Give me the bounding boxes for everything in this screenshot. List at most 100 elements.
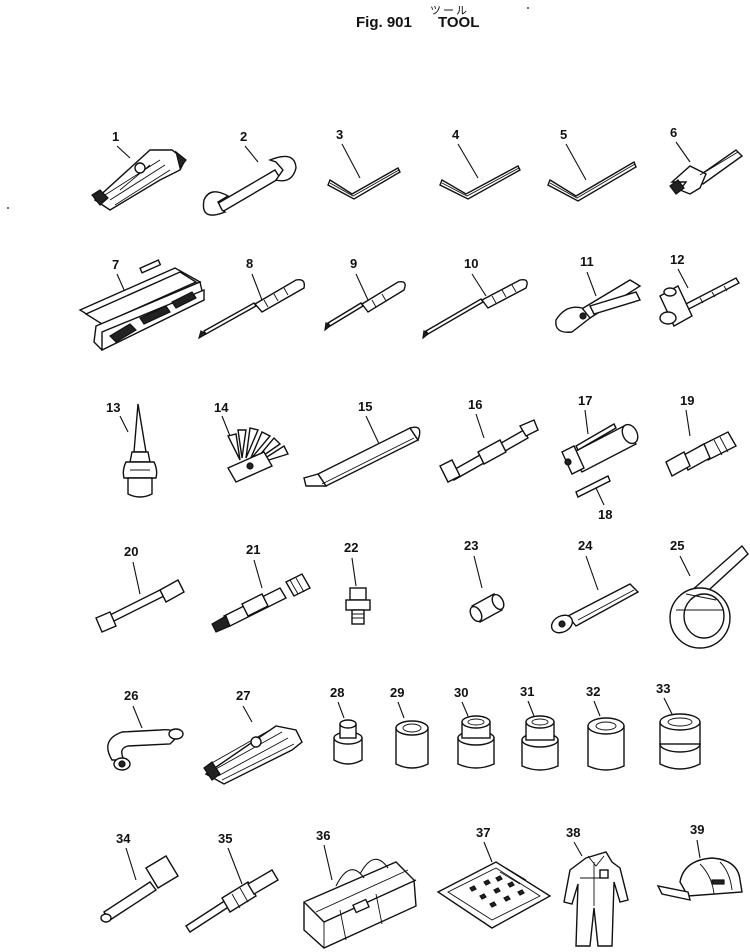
part-34: 34: [100, 831, 179, 923]
part-number-label: 11: [580, 254, 594, 269]
part-number-label: 26: [124, 688, 138, 703]
part-22: 22: [344, 540, 371, 625]
wrench-set-icon: [203, 725, 303, 785]
part-number-label: 3: [336, 127, 343, 142]
part-23: 23: [464, 538, 505, 623]
part-35: 35: [185, 831, 279, 933]
part-number-label: 14: [214, 400, 229, 415]
part-28: 28: [330, 685, 363, 765]
japanese-title: ツール: [430, 4, 469, 17]
adjustable-wrench-icon: [669, 149, 744, 195]
part-number-label: 33: [656, 681, 670, 696]
part-32: 32: [586, 684, 625, 771]
hex-key-icon: [327, 167, 401, 200]
socket-icon: [587, 717, 625, 771]
part-27: 27: [203, 688, 303, 785]
socket-icon: [457, 715, 495, 769]
ratchet-handle-icon: [550, 583, 640, 634]
coupler-icon: [665, 431, 737, 477]
part-1: 1: [91, 129, 187, 211]
part-number-label: 23: [464, 538, 478, 553]
part-number-label: 2: [240, 129, 247, 144]
socket-wrench-icon: [439, 419, 539, 483]
part-number-label: 17: [578, 393, 592, 408]
adapter-icon: [345, 587, 371, 625]
part-number-label: 32: [586, 684, 600, 699]
coverall-icon: [563, 851, 629, 947]
part-number-label: 18: [598, 507, 612, 522]
part-7: 7: [78, 257, 205, 352]
part-number-label: 34: [116, 831, 131, 846]
part-13: 13: [106, 400, 158, 498]
part-number-label: 35: [218, 831, 232, 846]
part-number-label: 25: [670, 538, 684, 553]
nozzle-pipe-icon: [575, 475, 611, 498]
part-number-label: 9: [350, 256, 357, 271]
part-31: 31: [520, 684, 559, 771]
wrench-set-icon: [91, 149, 187, 211]
part-10: 10: [422, 256, 528, 340]
socket-icon: [333, 719, 363, 765]
part-19: 19: [665, 393, 737, 477]
hex-key-icon: [547, 160, 637, 202]
oil-can-icon: [122, 403, 158, 498]
part-9: 9: [324, 256, 406, 332]
part-15: 15: [303, 399, 421, 487]
part-17: 17: [561, 393, 639, 475]
part-39: 39: [656, 822, 743, 901]
figure-title: TOOL: [438, 14, 480, 31]
part-29: 29: [390, 685, 429, 769]
screwdriver-icon: [324, 280, 406, 332]
part-number-label: 39: [690, 822, 704, 837]
screwdriver-icon: [422, 278, 528, 340]
part-number-label: 36: [316, 828, 330, 843]
tool-bag-icon: [303, 858, 417, 949]
part-21: 21: [211, 542, 311, 633]
pry-bar-icon: [303, 426, 421, 487]
figure-header: ツール Fig. 901 TOOL: [0, 0, 750, 40]
part-number-label: 29: [390, 685, 404, 700]
part-number-label: 10: [464, 256, 478, 271]
part-14: 14: [214, 400, 289, 483]
part-number-label: 24: [578, 538, 593, 553]
part-number-label: 27: [236, 688, 250, 703]
part-number-label: 20: [124, 544, 138, 559]
pliers-icon: [555, 279, 642, 333]
part-18: 18: [575, 475, 612, 522]
part-24: 24: [550, 538, 640, 634]
part-number-label: 19: [680, 393, 694, 408]
part-number-label: 8: [246, 256, 253, 271]
offset-wrench-icon: [107, 728, 184, 771]
extension-socket-icon: [100, 855, 179, 923]
feeler-gauge-icon: [226, 427, 289, 483]
part-37: 37: [436, 825, 552, 929]
part-number-label: 31: [520, 684, 534, 699]
part-4: 4: [439, 127, 521, 200]
part-number-label: 28: [330, 685, 344, 700]
part-number-label: 21: [246, 542, 260, 557]
part-number-label: 22: [344, 540, 358, 555]
grease-gun-icon: [561, 423, 639, 475]
socket-icon: [659, 713, 701, 770]
part-number-label: 7: [112, 257, 119, 272]
part-number-label: 12: [670, 252, 684, 267]
part-20: 20: [95, 544, 185, 633]
cap-icon: [656, 857, 743, 901]
socket-icon: [521, 715, 559, 771]
part-25: 25: [669, 538, 749, 649]
part-2: 2: [202, 129, 297, 216]
socket-icon: [469, 593, 505, 623]
part-8: 8: [198, 256, 306, 340]
hammer-icon: [659, 277, 740, 327]
part-number-label: 30: [454, 685, 468, 700]
filter-wrench-icon: [669, 544, 749, 649]
part-36: 36: [303, 828, 417, 949]
instruction-card-icon: [436, 861, 552, 929]
part-11: 11: [555, 254, 642, 333]
tool-case-icon: [78, 259, 205, 352]
part-26: 26: [107, 688, 184, 771]
part-number-label: 38: [566, 825, 580, 840]
part-number-label: 13: [106, 400, 120, 415]
part-33: 33: [656, 681, 701, 770]
